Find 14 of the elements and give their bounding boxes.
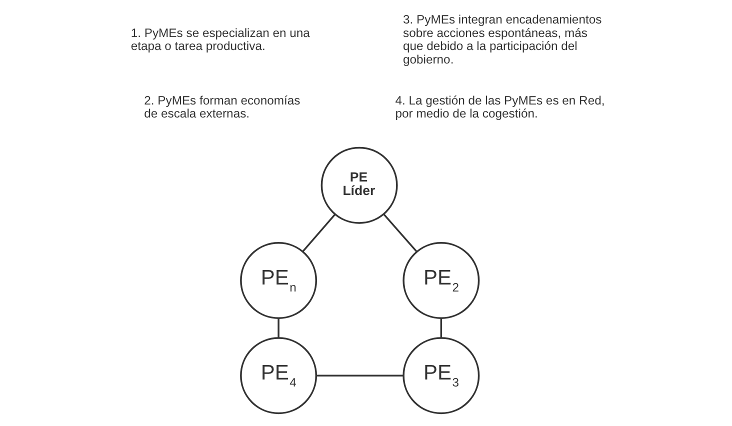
label: 1. PyMEs se especializan en una etapa o tarea productiva. (130, 26, 310, 54)
connector (440, 318, 442, 338)
connector (382, 214, 417, 252)
connector (277, 318, 279, 338)
node-circle: PE$_{3}$ (402, 337, 480, 414)
node-circle: PE$_{4}$ (240, 337, 317, 414)
label: 4. La gestión de las PyMEs es en Red, por medio de la cogestión. (394, 93, 604, 121)
node-circle: PE$_{2}$ (402, 242, 480, 319)
connector (302, 214, 336, 252)
node-circle: PE Líder (320, 146, 398, 224)
node-circle: PE$_{n}$ (240, 242, 317, 319)
label: 3. PyMEs integran encadenamientos sobre acciones espontáneas, más que debido a la participación del gobierno. (402, 12, 602, 66)
label: 2. PyMEs forman economías de escala externas. (144, 93, 300, 121)
connector (316, 374, 403, 377)
